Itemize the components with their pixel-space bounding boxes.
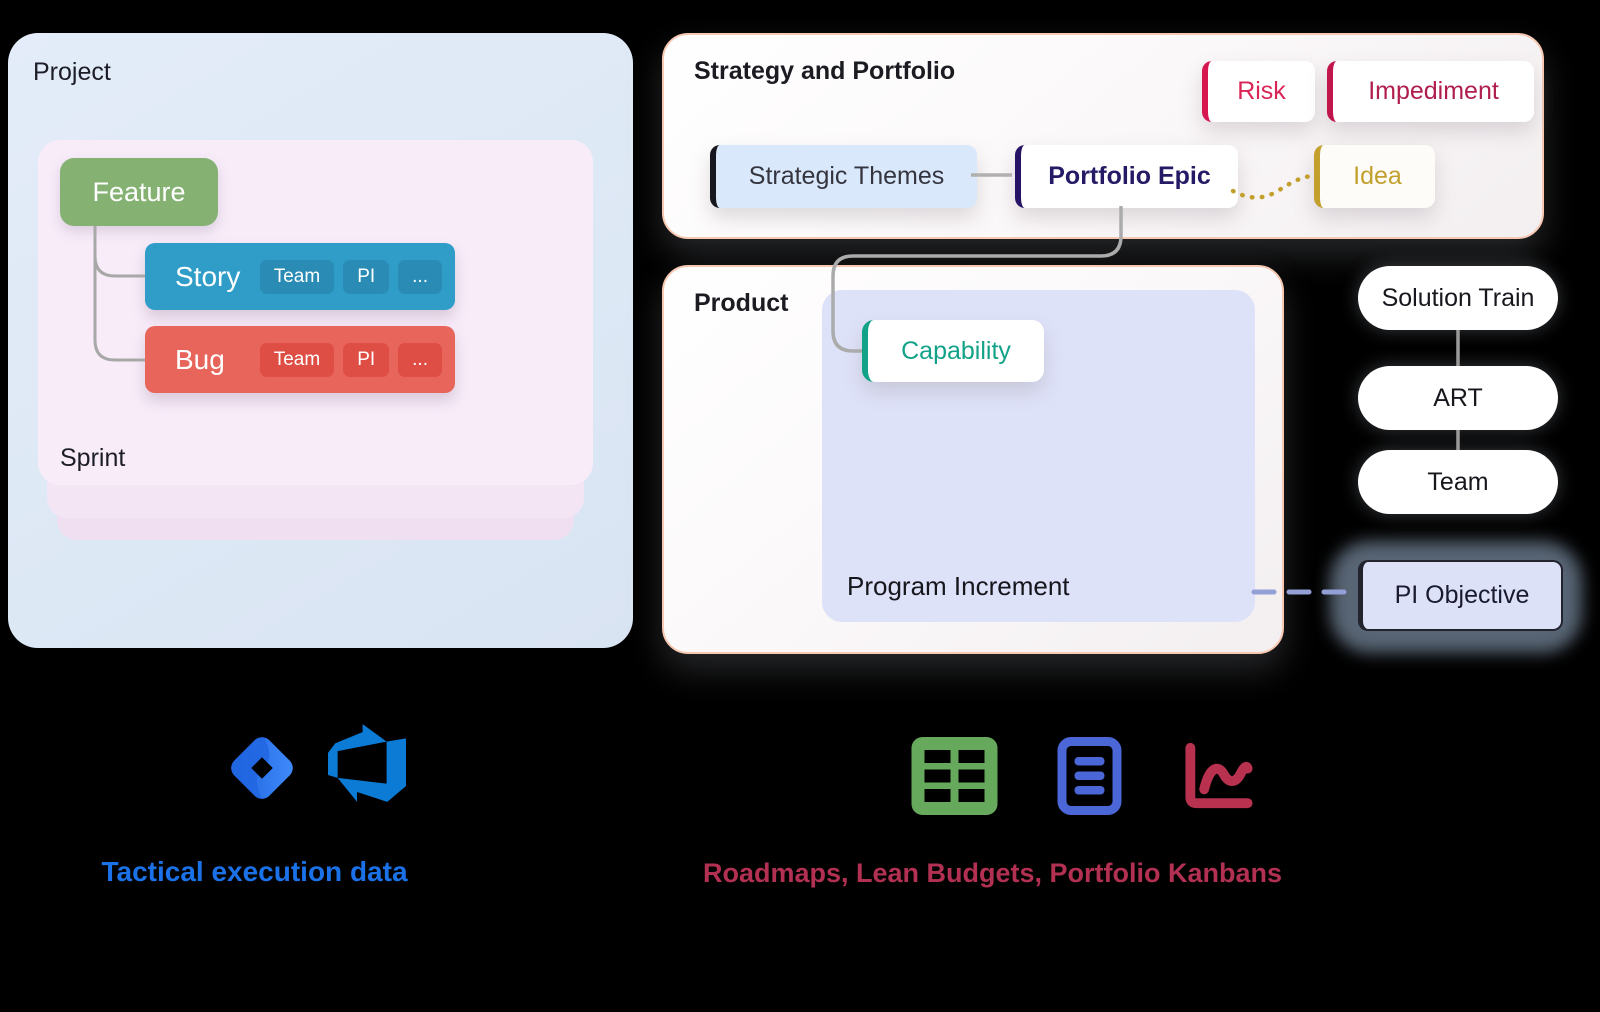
sprint-panel: Feature Story Team PI ... Bug Team PI ..… (38, 140, 593, 485)
story-node: Story Team PI ... (145, 243, 455, 310)
program-increment-label: Program Increment (847, 571, 1070, 601)
bug-chips: Team PI ... (259, 342, 442, 377)
sprint-label: Sprint (60, 444, 126, 472)
impediment-card: Impediment (1327, 61, 1534, 122)
jira-icon (226, 732, 293, 804)
document-icon (1057, 737, 1122, 815)
feature-node: Feature (60, 158, 218, 226)
bug-chip-team: Team (259, 342, 335, 377)
risk-card: Risk (1202, 61, 1315, 122)
bug-node: Bug Team PI ... (145, 326, 455, 393)
line-chart-icon (1185, 742, 1253, 809)
story-label: Story (175, 260, 241, 292)
story-chip-more: ... (398, 259, 442, 294)
story-chips: Team PI ... (259, 259, 442, 294)
capability-card: Capability (862, 320, 1044, 382)
team-pill: Team (1358, 450, 1558, 514)
azure-devops-icon (328, 724, 406, 802)
project-label: Project (33, 58, 111, 86)
portfolio-epic-card: Portfolio Epic (1015, 145, 1238, 208)
idea-card: Idea (1314, 145, 1435, 208)
solution-train-pill: Solution Train (1358, 266, 1558, 330)
pi-objective-card: PI Objective (1358, 560, 1563, 631)
art-pill: ART (1358, 366, 1558, 430)
story-chip-team: Team (259, 259, 335, 294)
bug-chip-pi: PI (343, 342, 390, 377)
tactical-execution-caption: Tactical execution data (101, 856, 408, 887)
program-increment-panel: Capability Program Increment (822, 290, 1255, 622)
story-chip-pi: PI (343, 259, 390, 294)
product-title: Product (694, 289, 789, 317)
table-icon (911, 737, 998, 815)
bug-chip-more: ... (398, 342, 442, 377)
strategy-portfolio-panel: Strategy and Portfolio Risk Impediment S… (662, 33, 1544, 239)
bug-label: Bug (175, 343, 225, 375)
roadmaps-caption: Roadmaps, Lean Budgets, Portfolio Kanban… (702, 858, 1283, 888)
strategic-themes-card: Strategic Themes (710, 145, 977, 208)
strategy-portfolio-title: Strategy and Portfolio (694, 57, 956, 85)
product-panel: Product Capability Program Increment (662, 265, 1284, 654)
